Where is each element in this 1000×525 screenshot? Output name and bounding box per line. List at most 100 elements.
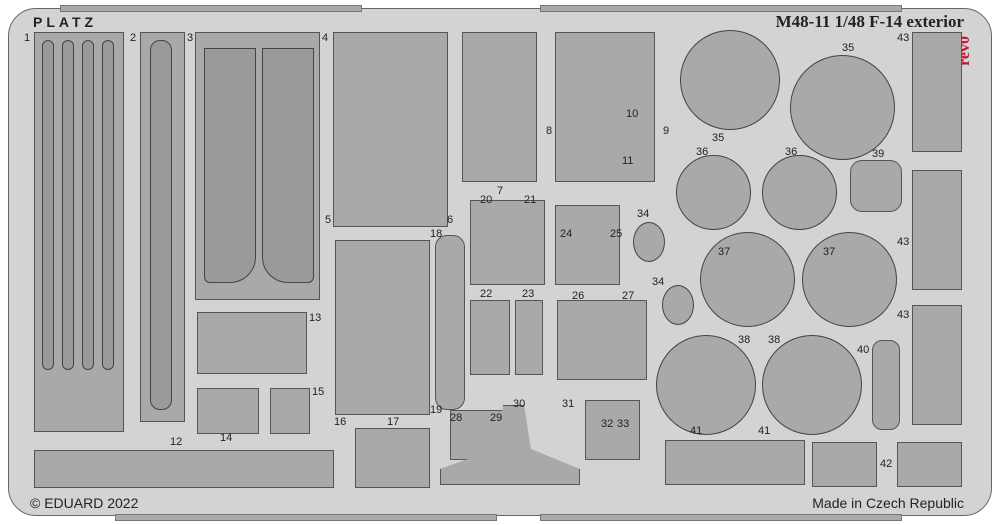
part-8-9 <box>555 32 655 182</box>
part-43 <box>912 32 962 152</box>
part-number: 30 <box>513 398 526 410</box>
part-number: 19 <box>430 404 443 416</box>
part-38 <box>656 335 756 435</box>
part-number: 34 <box>652 276 665 288</box>
part-1-strip <box>42 40 54 370</box>
part-number: 38 <box>768 334 781 346</box>
part-35 <box>680 30 780 130</box>
part-number: 36 <box>696 146 709 158</box>
part-37 <box>802 232 897 327</box>
part-number: 21 <box>524 194 537 206</box>
part-number: 24 <box>560 228 573 240</box>
part-number: 20 <box>480 194 493 206</box>
part-23 <box>515 300 543 375</box>
part-13 <box>197 312 307 374</box>
part-1-strip <box>62 40 74 370</box>
part-number: 12 <box>170 436 183 448</box>
part-39 <box>850 160 902 212</box>
part-number: 40 <box>857 344 870 356</box>
part-number: 13 <box>309 312 322 324</box>
part-43 <box>912 305 962 425</box>
part-number: 2 <box>130 32 137 44</box>
part-number: 7 <box>497 185 504 197</box>
part-number: 14 <box>220 432 233 444</box>
part-number: 34 <box>637 208 650 220</box>
part-number: 35 <box>842 42 855 54</box>
part-16 <box>335 240 430 415</box>
part-5 <box>333 32 448 227</box>
part-2-strip <box>150 40 172 410</box>
part-number: 18 <box>430 228 443 240</box>
part-number: 10 <box>626 108 639 120</box>
part-34 <box>662 285 694 325</box>
fret-title: M48-11 1/48 F-14 exterior <box>775 12 964 31</box>
part-number: 27 <box>622 290 635 302</box>
part-41 <box>665 440 805 485</box>
part-number: 26 <box>572 290 585 302</box>
part-24-25 <box>555 205 620 285</box>
part-number: 11 <box>622 155 634 167</box>
part-3 <box>204 48 256 283</box>
sprue-tab <box>115 514 497 521</box>
part-15 <box>270 388 310 434</box>
sprue-tab <box>60 5 362 12</box>
part-number: 31 <box>562 398 575 410</box>
part-32-33 <box>585 400 640 460</box>
copyright-label: © EDUARD 2022 <box>30 495 139 511</box>
part-number: 23 <box>522 288 535 300</box>
part-number: 5 <box>325 214 332 226</box>
part-number: 38 <box>738 334 751 346</box>
part-number: 9 <box>663 125 670 137</box>
part-number: 3 <box>187 32 194 44</box>
part-number: 25 <box>610 228 623 240</box>
part-7 <box>462 32 537 182</box>
part-number: 33 <box>617 418 630 430</box>
part-number: 37 <box>718 246 731 258</box>
part-number: 28 <box>450 412 463 424</box>
part-4 <box>262 48 314 283</box>
part-22 <box>470 300 510 375</box>
part-38 <box>762 335 862 435</box>
part-number: 37 <box>823 246 836 258</box>
part-number: 35 <box>712 132 725 144</box>
part-42 <box>812 442 877 487</box>
part-18-19 <box>435 235 465 410</box>
part-42 <box>897 442 962 487</box>
part-number: 22 <box>480 288 493 300</box>
sprue-tab <box>540 5 902 12</box>
part-number: 41 <box>758 425 771 437</box>
part-40 <box>872 340 900 430</box>
part-17 <box>355 428 430 488</box>
part-1-strip <box>102 40 114 370</box>
part-number: 41 <box>690 425 703 437</box>
part-number: 39 <box>872 148 885 160</box>
part-number: 29 <box>490 412 503 424</box>
part-number: 43 <box>897 309 910 321</box>
part-number: 32 <box>601 418 614 430</box>
part-number: 6 <box>447 214 454 226</box>
part-43 <box>912 170 962 290</box>
part-number: 43 <box>897 236 910 248</box>
origin-label: Made in Czech Republic <box>812 495 964 511</box>
part-1-strip <box>82 40 94 370</box>
part-number: 15 <box>312 386 325 398</box>
part-35 <box>790 55 895 160</box>
part-34 <box>633 222 665 262</box>
sprue-tab <box>540 514 902 521</box>
part-14 <box>197 388 259 434</box>
part-number: 17 <box>387 416 400 428</box>
part-number: 1 <box>24 32 31 44</box>
part-26-27 <box>557 300 647 380</box>
part-number: 8 <box>546 125 553 137</box>
part-12 <box>34 450 334 488</box>
part-36 <box>676 155 751 230</box>
part-number: 36 <box>785 146 798 158</box>
part-number: 42 <box>880 458 893 470</box>
brand-label: PLATZ <box>33 14 98 30</box>
part-37 <box>700 232 795 327</box>
part-36 <box>762 155 837 230</box>
part-20-21 <box>470 200 545 285</box>
part-number: 4 <box>322 32 329 44</box>
part-number: 43 <box>897 32 910 44</box>
part-number: 16 <box>334 416 347 428</box>
